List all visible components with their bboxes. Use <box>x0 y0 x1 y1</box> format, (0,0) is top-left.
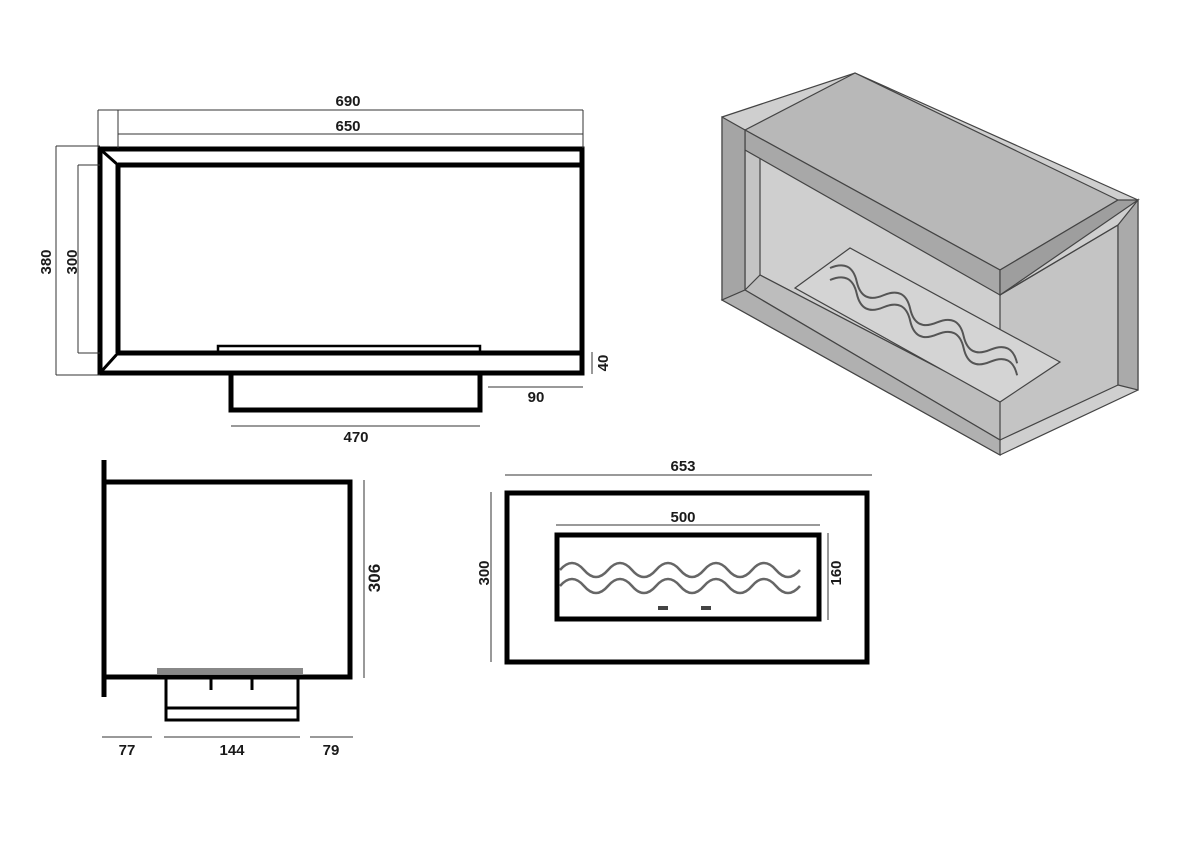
iso-burner-wave <box>829 276 1019 376</box>
top-burner-wave <box>559 577 801 595</box>
iso-bottom-frame <box>720 289 1001 457</box>
dim-side-depth: 306 <box>365 564 384 592</box>
top-burner <box>554 532 822 622</box>
front-corner-diagonal <box>98 351 120 375</box>
dim-top-overall-depth: 300 <box>476 560 493 585</box>
dim-right-offset: 90 <box>528 389 545 406</box>
dim-bottom-band: 40 <box>595 355 612 372</box>
side-body <box>101 479 353 680</box>
top-burner-wave <box>559 561 801 579</box>
front-outer-frame <box>97 146 585 376</box>
side-view: 306 77 144 79 <box>101 460 384 759</box>
iso-roof-side <box>999 199 1140 297</box>
dim-top-burner-depth: 160 <box>828 560 845 585</box>
dimension-lines <box>490 474 872 662</box>
front-view: 690 650 380 300 40 90 470 <box>38 93 612 446</box>
iso-right-frame <box>999 198 1139 391</box>
top-burner-slot <box>658 606 668 610</box>
top-burner-slot <box>701 606 711 610</box>
front-burner-tray <box>216 344 482 355</box>
front-corner-diagonal <box>99 147 119 167</box>
dim-overall-height: 380 <box>38 249 55 274</box>
iso-left-frame <box>721 115 746 301</box>
dim-side-base-depth: 144 <box>219 742 245 759</box>
top-view: 653 500 300 160 <box>476 458 872 665</box>
dim-inner-width: 650 <box>335 118 360 135</box>
dim-side-left-offset: 77 <box>119 742 136 759</box>
dimension-lines <box>55 109 593 427</box>
dim-top-burner-width: 500 <box>670 509 695 526</box>
dimension-lines <box>102 480 365 738</box>
top-outer-frame <box>504 490 870 665</box>
dim-side-right-offset: 79 <box>323 742 340 759</box>
dim-overall-width: 690 <box>335 93 360 110</box>
dim-opening-height: 300 <box>64 249 81 274</box>
dim-top-overall-width: 653 <box>670 458 695 475</box>
isometric-view <box>720 72 1140 457</box>
dim-base-width: 470 <box>343 429 368 446</box>
front-base-box <box>228 370 483 413</box>
side-burner-plate <box>157 668 303 674</box>
side-base-box <box>164 675 300 722</box>
iso-burner-wave <box>829 264 1019 364</box>
